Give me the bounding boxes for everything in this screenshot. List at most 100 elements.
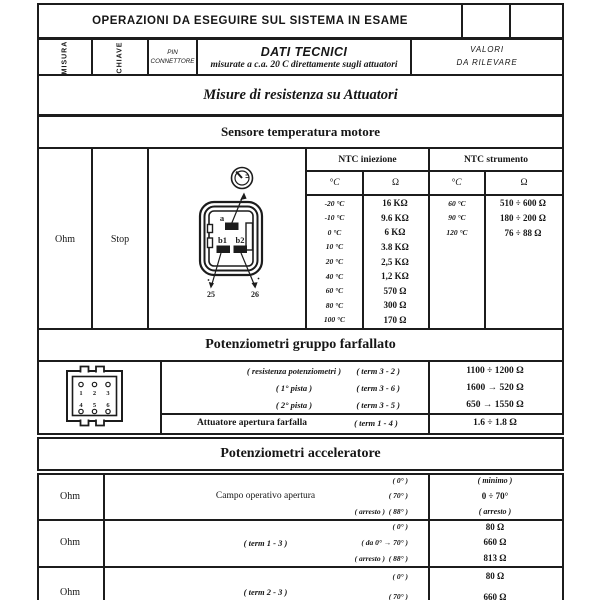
ntc-res: 3.8 KΩ [381,241,409,252]
ntc-iniezione-res-col: Ω [391,178,400,188]
ntc-temp: 90 °C [448,213,466,223]
grid-line [307,170,562,172]
acc-row-label: ( term 2 - 3 ) [243,587,288,597]
pointer-arrows [207,192,260,289]
table-row: 10 °C 3.8 KΩ [307,240,428,255]
farfallato-term: ( term 3 - 2 ) [356,366,400,377]
farfallato-term: ( term 3 - 6 ) [356,383,400,393]
grid-line [91,149,93,328]
ntc-temp: -20 °C [324,198,345,208]
table-row: ( 1° pista ) ( term 3 - 6 ) [162,380,426,397]
ntc-temp: 10 °C [325,242,344,252]
revision-box-2 [509,3,564,39]
acc-value: 660 Ω [483,591,507,600]
angle-label: ( 0° ) [392,522,409,532]
acc-value: 0 ÷ 70° [481,491,509,501]
acc-value: 660 Ω [483,537,507,548]
ntc-temp: 0 °C [327,227,342,237]
angle-label: ( da 0° → 70° ) [361,537,408,547]
ntc-res: 180 ÷ 200 Ω [500,212,546,223]
ntc-res: 170 Ω [383,314,407,325]
acc-value: ( arresto ) [478,507,512,516]
ntc-res: 6 KΩ [384,227,406,238]
ntc-temp: 60 °C [325,286,344,296]
pin-b1-contact [216,245,230,253]
farfallato-value: 1100 ÷ 1200 Ω [466,366,524,377]
grid-line [39,519,562,521]
pin-a-contact [225,222,239,230]
acc-misura-value: Ohm [60,537,80,548]
ntc-strumento-title: NTC strumento [463,154,529,165]
ntc-res: 570 Ω [383,285,407,296]
pin-number: 3 [106,390,110,397]
col-header-misura: MISURA [61,40,69,74]
sensor-chiave-value: Stop [110,233,130,245]
ntc-strumento-temp-col: °C [451,178,462,188]
grid-line [39,566,562,568]
acc-misura-value: Ohm [60,490,80,502]
farfallato-table [37,360,564,435]
grid-line [428,362,430,433]
throttle-connector-icon: 1 2 3 4 5 6 [66,365,123,427]
attuatore-value: 1.6 ÷ 1.8 Ω [473,418,517,428]
grid-line [147,149,149,328]
farfallato-label: ( 2° pista ) [275,399,313,410]
farfallato-label: ( 1° pista ) [275,383,313,393]
col-header-dati-tecnici: DATI TECNICI misurate a c.a. 20 C dirett… [210,44,398,70]
acc-misura-value: Ohm [60,586,80,598]
grid-line [307,194,562,196]
acc-row-label: ( term 1 - 3 ) [243,537,288,548]
revision-box-1 [461,3,511,39]
pin-a-label: a [220,213,225,223]
ntc-iniezione-title: NTC iniezione [338,154,397,165]
section-header-farfallato: Potenziometri gruppo farfallato [205,337,396,352]
pin-number: 5 [93,402,97,409]
pin-number: 6 [106,402,110,409]
grid-line [428,149,430,328]
col-header-pin-connettore: PIN CONNETTORE [150,48,195,65]
ntc-temp: 40 °C [325,271,344,281]
section-resistenza-box [37,74,564,117]
angle-label: ( 0° ) [392,571,409,581]
connector-body [198,200,264,277]
pin-b1-label: b1 [218,235,227,245]
ntc-res: 9.6 KΩ [381,212,409,223]
section-title-misure-resistenza: Misure di resistenza su Attuatori [203,87,398,103]
pin-25-ref: 25 [207,290,215,299]
ntc-res: 300 Ω [383,300,407,311]
farfallato-labels: ( resistenza potenziometri ) ( term 3 - … [162,363,426,413]
ntc-temp: 100 °C [323,315,346,325]
ntc-temp: 80 °C [325,300,344,310]
pin-number: 1 [79,390,82,397]
table-row: 90 °C 180 ÷ 200 Ω [430,211,562,226]
grid-line [162,413,562,415]
section-header-sensore-temperatura: Sensore temperatura motore [220,123,381,139]
acc-values: 80 Ω 660 Ω [428,566,562,600]
farfallato-term: ( term 3 - 5 ) [356,399,400,410]
acc-value: 80 Ω [485,521,505,532]
ntc-res: 1,2 KΩ [381,271,409,282]
sensor-connector-diagram: a b1 b2 25 26 [198,166,264,299]
angle-label: ( arresto ) ( 88° ) [354,506,408,516]
farfallato-value: 650 → 1550 Ω [466,399,524,410]
angle-label: ( 70° ) [388,591,408,600]
pin-b2-contact [233,245,247,253]
pin-26-ref: 26 [251,290,259,299]
ntc-res: 510 ÷ 600 Ω [500,198,546,209]
col-header-chiave: CHIAVE [116,41,124,73]
ntc-iniezione-temp-col: °C [329,178,340,188]
acc-values: 80 Ω 660 Ω 813 Ω [428,519,562,566]
attuatore-label: Attuatore apertura farfalla [196,418,308,428]
angle-label: ( 70° ) [388,491,408,501]
acc-value: ( minimo ) [477,476,513,485]
ntc-res: 16 KΩ [382,198,408,209]
table-row: 60 °C 570 Ω [307,283,428,298]
section-header-acceleratore: Potenziometri acceleratore [220,446,381,461]
acc-values: ( minimo ) 0 ÷ 70° ( arresto ) [428,473,562,519]
